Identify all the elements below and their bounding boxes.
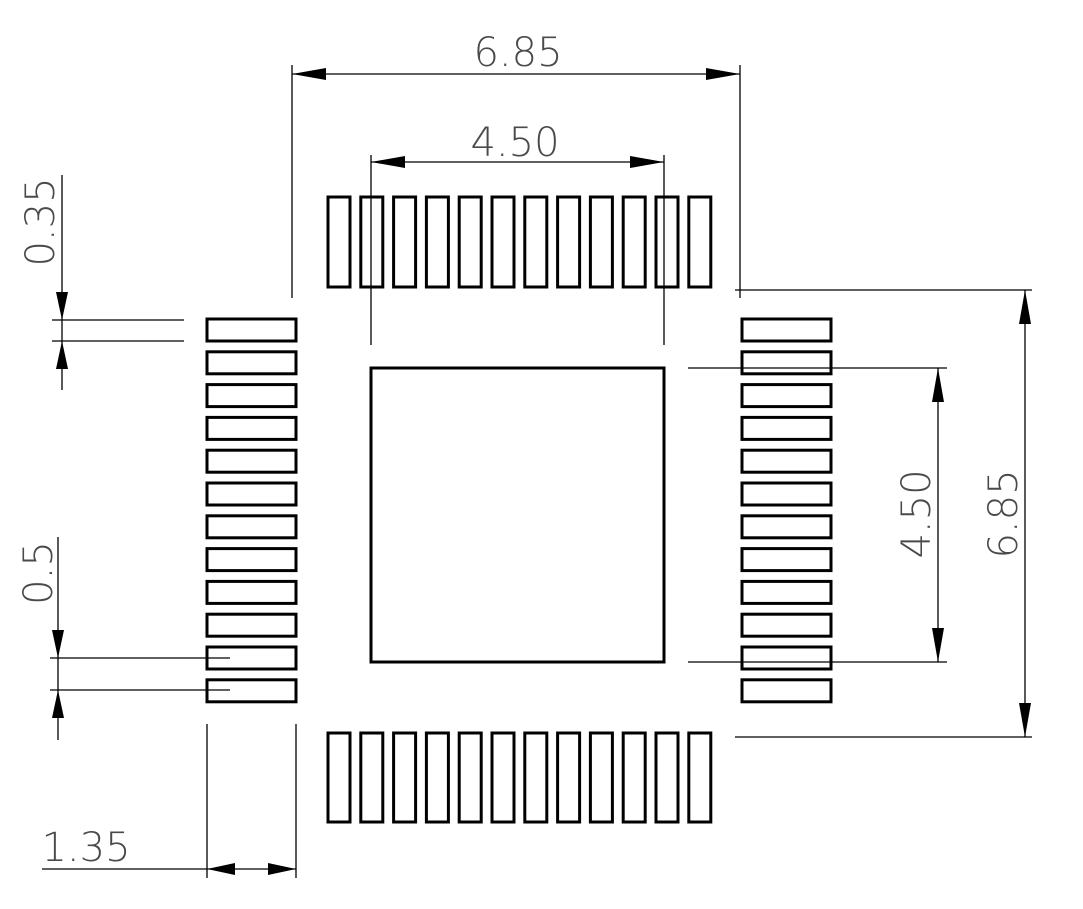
pad-top — [654, 195, 680, 289]
pads-top — [326, 195, 713, 289]
dim-overall-width: 6.85 — [291, 30, 741, 298]
pad-bottom — [523, 731, 549, 824]
pad-left — [205, 448, 298, 474]
pad-top — [359, 195, 385, 289]
pad-bottom — [457, 731, 483, 824]
pad-top — [687, 195, 713, 289]
pad-left — [205, 514, 298, 540]
pad-left — [205, 612, 298, 638]
dim-pitch: 0.5 — [16, 537, 230, 740]
dim-pitch-label: 0.5 — [16, 541, 62, 605]
pad-bottom — [490, 731, 516, 824]
pad-top — [457, 195, 483, 289]
exposed-pad — [369, 366, 666, 664]
pad-left — [205, 350, 298, 376]
dim-overall-width-label: 6.85 — [473, 30, 562, 76]
pads-right — [740, 317, 833, 704]
pad-bottom — [359, 731, 385, 824]
dim-overall-height-label: 6.85 — [981, 469, 1027, 558]
pad-right — [740, 678, 833, 704]
pad-left — [205, 547, 298, 573]
pad-top — [392, 195, 418, 289]
pad-right — [740, 579, 833, 605]
pad-bottom — [588, 731, 614, 824]
pad-right — [740, 383, 833, 409]
pad-top — [326, 195, 352, 289]
pad-bottom — [556, 731, 582, 824]
pad-bottom — [687, 731, 713, 824]
dim-pad-span-height-label: 4.50 — [894, 469, 940, 558]
pad-bottom — [424, 731, 450, 824]
pad-right — [740, 645, 833, 671]
pad-top — [621, 195, 647, 289]
pad-right — [740, 612, 833, 638]
dim-pad-span-width: 4.50 — [370, 120, 665, 345]
pad-top — [588, 195, 614, 289]
pad-right — [740, 415, 833, 441]
pad-left — [205, 579, 298, 605]
pad-top — [556, 195, 582, 289]
dim-pad-span-height: 4.50 — [688, 367, 947, 663]
pad-left — [205, 383, 298, 409]
pad-left — [205, 415, 298, 441]
pad-right — [740, 547, 833, 573]
dim-pad-width: 0.35 — [18, 175, 184, 390]
pad-left — [205, 481, 298, 507]
dim-overall-height: 6.85 — [735, 289, 1032, 738]
pad-right — [740, 350, 833, 376]
pad-bottom — [654, 731, 680, 824]
pad-bottom — [392, 731, 418, 824]
pad-bottom — [621, 731, 647, 824]
dim-pad-span-width-label: 4.50 — [470, 120, 559, 166]
pad-right — [740, 514, 833, 540]
dim-pad-length: 1.35 — [41, 724, 297, 878]
pad-right — [740, 481, 833, 507]
dim-pad-width-label: 0.35 — [18, 177, 64, 266]
pads-left — [205, 317, 298, 704]
pad-left — [205, 317, 298, 343]
pad-top — [424, 195, 450, 289]
pad-top — [523, 195, 549, 289]
pad-bottom — [326, 731, 352, 824]
pad-top — [490, 195, 516, 289]
dim-pad-length-label: 1.35 — [41, 825, 130, 871]
pad-right — [740, 317, 833, 343]
pad-left — [205, 678, 298, 704]
pad-right — [740, 448, 833, 474]
pads-bottom — [326, 731, 713, 824]
